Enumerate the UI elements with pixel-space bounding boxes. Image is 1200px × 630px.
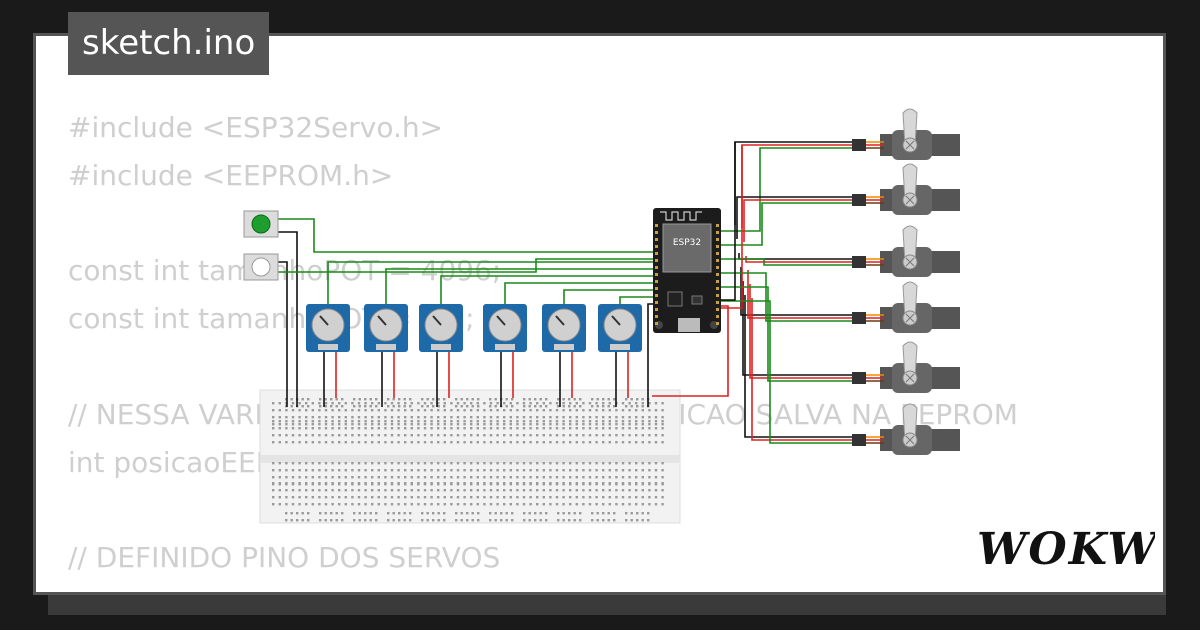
wokwi-logo: WOKWi <box>977 524 1155 575</box>
servo-motor-2[interactable] <box>852 163 960 215</box>
code-line: const int pinoServo1 = 32; <box>68 582 1018 592</box>
wokwi-logo-text: WOKWi <box>977 524 1155 575</box>
usb-port-icon <box>678 318 700 332</box>
wires <box>278 141 852 444</box>
potentiometer-6[interactable] <box>598 304 642 352</box>
servo-motor-5[interactable] <box>852 341 960 393</box>
potentiometer-1[interactable] <box>306 304 350 352</box>
card-shadow <box>48 595 1166 615</box>
potentiometer-5[interactable] <box>542 304 586 352</box>
breadboard[interactable] <box>259 389 681 524</box>
servo-motor-1[interactable] <box>852 108 960 160</box>
servo-motor-3[interactable] <box>852 225 960 277</box>
servo-motor-4[interactable] <box>852 281 960 333</box>
pushbutton-white[interactable] <box>243 253 279 281</box>
code-line: #include <ESP32Servo.h> <box>68 111 444 144</box>
potentiometer-3[interactable] <box>419 304 463 352</box>
code-line: const int tamanhoPOT = 4096; <box>68 254 502 288</box>
code-line: #include <EEPROM.h> <box>68 158 394 192</box>
potentiometer-4[interactable] <box>483 304 527 352</box>
file-tab[interactable]: sketch.ino <box>68 12 270 75</box>
servo-motor-6[interactable] <box>852 403 960 455</box>
code-line: // DEFINIDO PINO DOS SERVOS <box>68 541 501 575</box>
esp32-label: ESP32 <box>673 238 701 248</box>
potentiometer-2[interactable] <box>364 304 408 352</box>
esp32-board[interactable]: ESP32 <box>653 208 721 333</box>
pushbutton-green[interactable] <box>243 210 279 238</box>
